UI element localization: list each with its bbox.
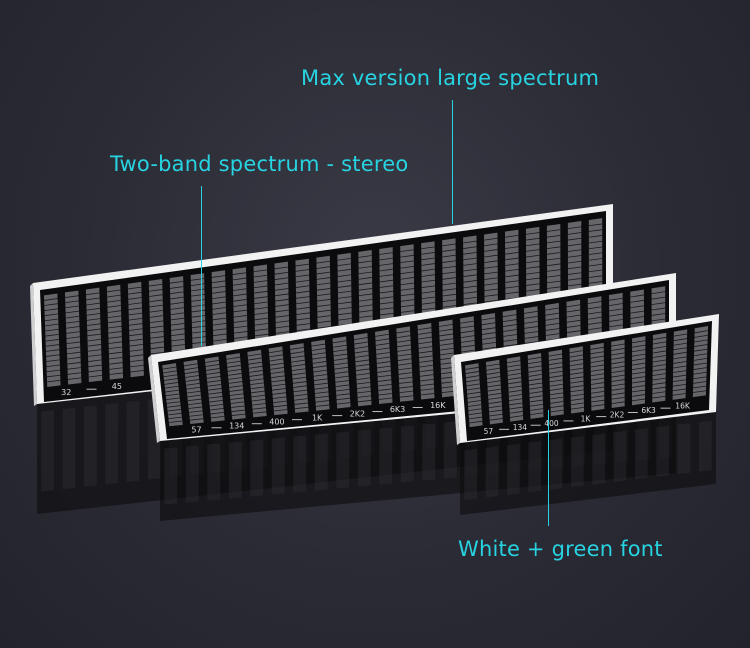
panel-small-reflection-column <box>656 425 670 477</box>
panel-small: 57 134 400 1K 2K2 6K3 16K <box>451 314 719 515</box>
panel-small-reflection-column <box>549 438 563 490</box>
panel-small-freq-label: 134 <box>513 423 528 432</box>
panel-small-led-column <box>527 353 544 419</box>
panel-small-reflection-column <box>634 428 648 480</box>
panel-middle-reflection-column <box>250 439 264 497</box>
callout-two-band: Two-band spectrum - stereo <box>110 152 409 176</box>
panel-small-freq-label: 57 <box>484 427 494 436</box>
panel-middle-reflection-column <box>293 435 307 493</box>
panel-middle-reflection-column <box>336 431 350 489</box>
panel-small-reflection-column <box>677 423 691 475</box>
panel-small-frame-edge <box>451 355 460 445</box>
panel-small-freq-label: 16K <box>675 402 691 411</box>
panel-small-freq-label: 400 <box>544 419 559 428</box>
panel-middle-reflection-column <box>314 433 328 491</box>
panel-small-reflection-column <box>613 430 627 482</box>
panel-small-led-column <box>465 363 483 428</box>
panel-small-led-column <box>672 329 688 400</box>
panel-large-reflection-column <box>105 402 119 485</box>
panel-middle-reflection-column <box>443 421 457 479</box>
panel-small-reflection-column <box>528 441 542 493</box>
panel-small-reflection <box>460 412 716 515</box>
panel-small-reflection-column <box>592 433 606 485</box>
panel-small-reflection-column <box>506 443 520 495</box>
panel-small-led-column <box>631 336 646 406</box>
panel-small-led-column <box>485 359 503 425</box>
panel-middle-reflection-column <box>207 443 221 501</box>
panel-small-freq-label: 1K <box>581 414 592 423</box>
panel-large-reflection-column <box>62 407 76 490</box>
callout-white-green: White + green font <box>458 537 663 561</box>
panel-large-reflection-column <box>41 410 55 492</box>
panel-small-led-column <box>569 346 585 414</box>
panel-small-led-column <box>611 339 625 409</box>
panel-middle-reflection-column <box>422 423 436 481</box>
panel-middle-freq-label: 1K <box>312 413 323 422</box>
panel-large-freq-label: 32 <box>61 388 71 397</box>
panel-middle-freq-label: 2K2 <box>350 409 365 418</box>
panel-small-led-column <box>590 342 605 411</box>
panel-middle-freq-label: 57 <box>191 425 201 434</box>
panel-small-led-column <box>692 326 709 398</box>
panel-middle-freq-label: 400 <box>269 417 284 426</box>
callout-two-band-leader <box>201 186 202 346</box>
panel-small-led-column <box>652 332 667 403</box>
panel-middle-reflection-column <box>228 441 242 499</box>
panel-middle-reflection-column <box>271 437 285 495</box>
panel-large-reflection-column <box>126 400 140 483</box>
panel-middle-reflection-column <box>400 425 414 483</box>
panel-middle-reflection-column <box>164 447 178 505</box>
panel-middle-freq-label: 134 <box>229 421 244 430</box>
panel-small-reflection-column <box>698 420 712 472</box>
panel-middle-freq-label: 6K3 <box>390 405 405 414</box>
panel-large-freq-label: 45 <box>112 382 122 391</box>
panel-middle-reflection-column <box>357 429 371 487</box>
panel-large-frame-edge <box>30 283 37 406</box>
panel-small-led-column <box>506 356 524 422</box>
callout-max-version: Max version large spectrum <box>301 66 600 90</box>
callout-max-version-leader <box>452 100 453 224</box>
panel-small-led-column <box>548 349 564 417</box>
panel-middle-freq-label: 16K <box>430 401 446 410</box>
panel-middle-reflection-column <box>379 427 393 485</box>
panel-small-reflection-column <box>485 446 499 498</box>
panel-small-reflection-column <box>570 436 584 488</box>
panel-middle-frame-edge <box>148 355 160 443</box>
panel-small-face <box>461 321 712 441</box>
panel-small-freq-label: 6K3 <box>641 406 656 415</box>
panel-middle-reflection-column <box>185 445 199 503</box>
panel-small-freq-label: 2K2 <box>610 410 625 419</box>
panel-large-reflection-column <box>83 405 97 487</box>
panel-small-reflection-column <box>464 448 478 501</box>
callout-white-green-leader <box>548 410 549 526</box>
